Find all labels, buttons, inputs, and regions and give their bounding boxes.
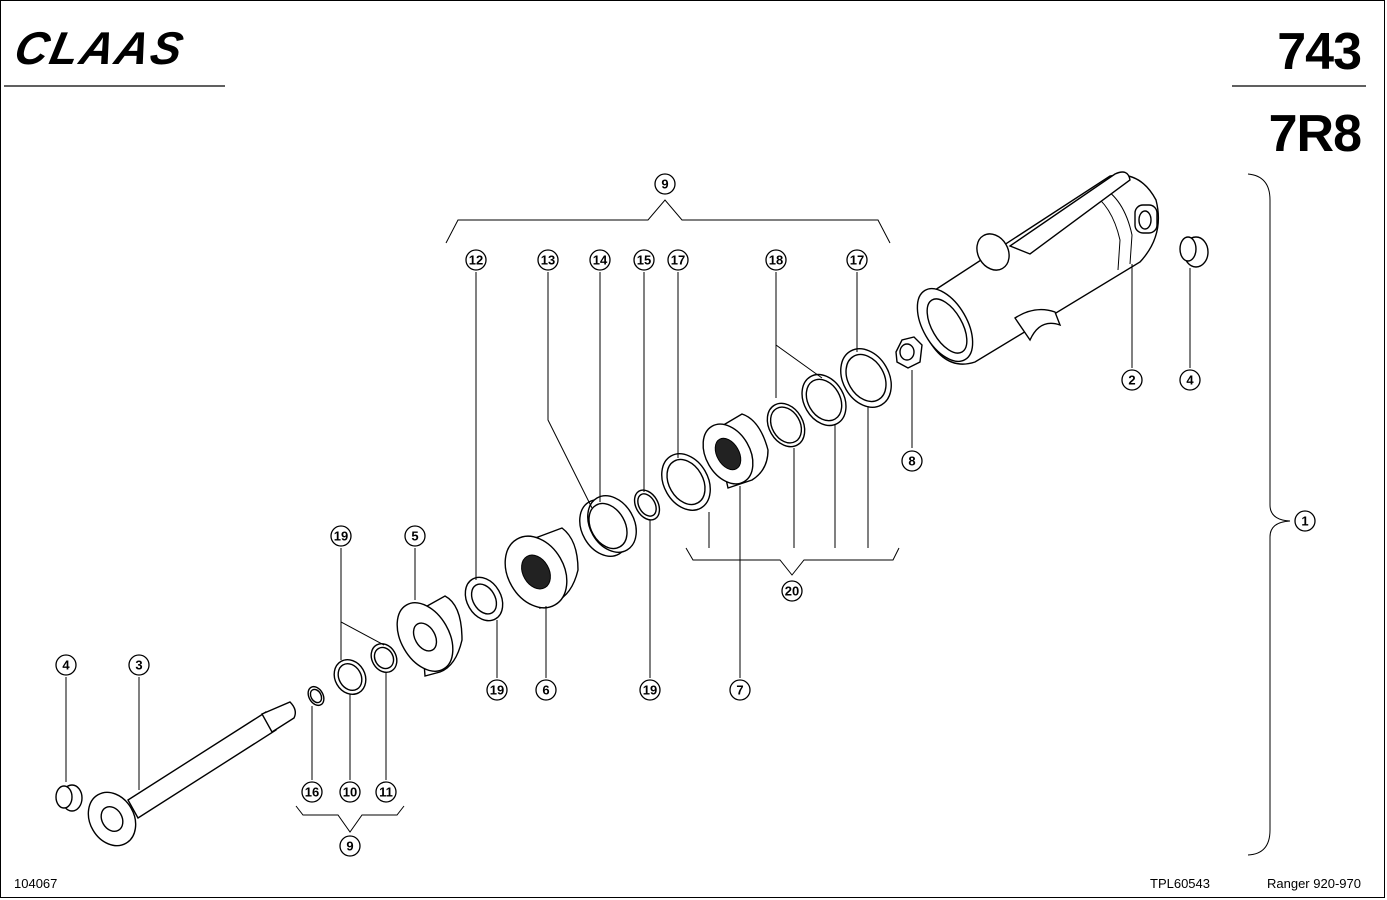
callout-16: 16: [301, 781, 323, 803]
svg-text:9: 9: [661, 177, 668, 192]
svg-text:19: 19: [643, 683, 657, 698]
footer-drawing-code: TPL60543: [1150, 876, 1210, 891]
callout-13: 13: [537, 249, 559, 271]
callout-8: 8: [901, 450, 923, 472]
svg-text:19: 19: [334, 529, 348, 544]
bushing-bottom: [55, 784, 83, 812]
svg-text:8: 8: [908, 454, 915, 469]
leader-lines: [65, 264, 1191, 790]
piston-rod: [87, 701, 297, 847]
bracket-item-1: [1247, 173, 1291, 856]
svg-text:7: 7: [736, 683, 743, 698]
svg-text:17: 17: [850, 253, 864, 268]
svg-text:CLAAS: CLAAS: [10, 22, 189, 73]
group-code: 7R8: [1268, 105, 1362, 163]
callout-17-right: 17: [846, 249, 868, 271]
callout-1: 1: [1294, 510, 1316, 532]
svg-text:6: 6: [542, 683, 549, 698]
svg-text:15: 15: [637, 253, 651, 268]
svg-text:18: 18: [769, 253, 783, 268]
footer-model: Ranger 920-970: [1267, 876, 1361, 891]
callout-10: 10: [339, 781, 361, 803]
callout-19-bottom-b: 19: [639, 679, 661, 701]
footer-left-code: 104067: [14, 876, 58, 891]
callout-20: 20: [781, 580, 803, 602]
piston: [702, 413, 769, 489]
callout-19-top-left: 19: [330, 525, 352, 547]
svg-text:4: 4: [62, 658, 70, 673]
cylinder-barrel: [916, 171, 1160, 365]
callout-18: 18: [765, 249, 787, 271]
svg-text:5: 5: [411, 529, 418, 544]
svg-text:3: 3: [135, 658, 142, 673]
svg-text:16: 16: [305, 785, 319, 800]
bushing-top: [1179, 236, 1209, 268]
svg-text:2: 2: [1128, 373, 1135, 388]
callout-7: 7: [729, 679, 751, 701]
piston-head: [396, 595, 463, 677]
brace-item-20: [685, 547, 900, 576]
nut: [895, 336, 923, 369]
callout-3: 3: [128, 654, 150, 676]
callout-14: 14: [589, 249, 611, 271]
svg-text:4: 4: [1186, 373, 1194, 388]
gland: [504, 527, 579, 609]
page-number: 743: [1277, 23, 1362, 81]
brace-top-item-9: [445, 199, 891, 244]
callout-9-top: 9: [654, 173, 676, 195]
callout-4-bottom: 4: [55, 654, 77, 676]
callout-5: 5: [404, 525, 426, 547]
svg-text:17: 17: [671, 253, 685, 268]
svg-text:12: 12: [469, 253, 483, 268]
svg-text:13: 13: [541, 253, 555, 268]
callout-19-bottom-a: 19: [486, 679, 508, 701]
svg-text:1: 1: [1301, 514, 1308, 529]
svg-text:20: 20: [785, 584, 799, 599]
svg-text:19: 19: [490, 683, 504, 698]
callout-11: 11: [375, 781, 397, 803]
svg-text:10: 10: [343, 785, 357, 800]
svg-text:14: 14: [593, 253, 608, 268]
callout-9-bottom: 9: [339, 835, 361, 857]
callout-2: 2: [1121, 369, 1143, 391]
claas-logo: CLAAS: [10, 22, 189, 73]
callout-17-left: 17: [667, 249, 689, 271]
callout-12: 12: [465, 249, 487, 271]
callout-6: 6: [535, 679, 557, 701]
svg-text:9: 9: [346, 839, 353, 854]
brace-bottom-item-9: [295, 805, 405, 833]
callout-15: 15: [633, 249, 655, 271]
callout-4-top: 4: [1179, 369, 1201, 391]
svg-text:11: 11: [379, 785, 393, 800]
